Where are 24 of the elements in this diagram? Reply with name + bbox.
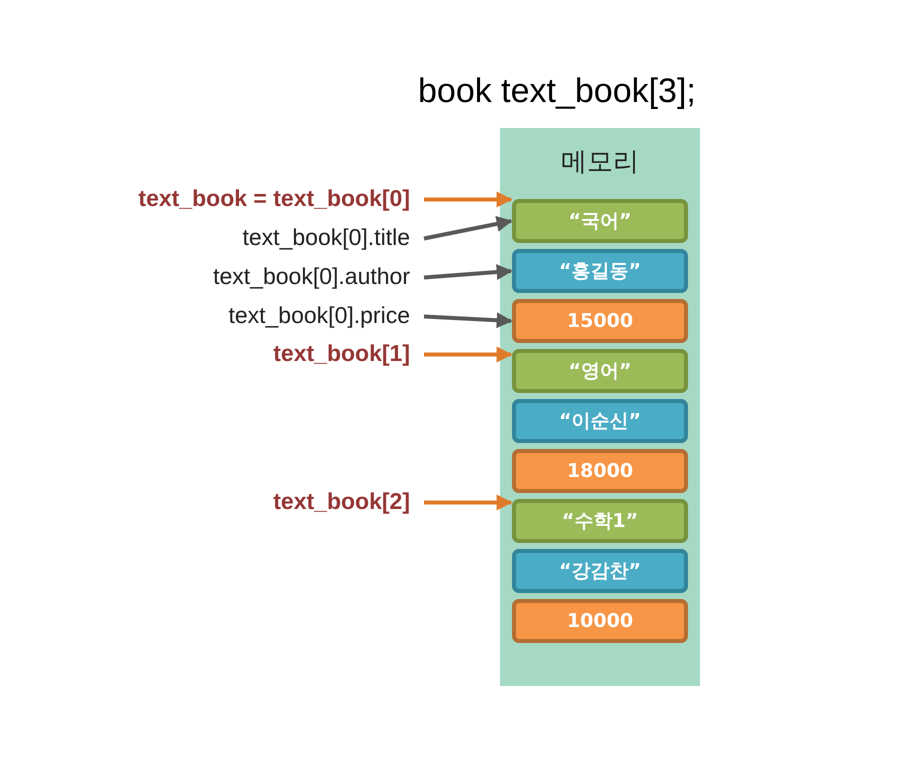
arrow [424, 216, 513, 240]
memory-cell: “영어” [512, 349, 688, 393]
pointer-label: text_book[2] [273, 488, 410, 515]
memory-cell: 15000 [512, 299, 688, 343]
pointer-label: text_book[0].price [228, 302, 410, 329]
arrow [424, 346, 513, 362]
panel-heading: 메모리 [560, 146, 640, 179]
arrow [424, 312, 513, 328]
title: book text_book[3]; [418, 72, 696, 111]
memory-cell: 10000 [512, 599, 688, 643]
memory-cell: “이순신” [512, 399, 688, 443]
memory-panel [500, 128, 700, 686]
arrow [424, 264, 513, 280]
memory-cell: 18000 [512, 449, 688, 493]
pointer-label: text_book[1] [273, 340, 410, 367]
arrow [424, 192, 513, 208]
pointer-label: text_book[0].title [242, 224, 410, 251]
memory-cell: “홍길동” [512, 249, 688, 293]
memory-cell: “국어” [512, 199, 688, 243]
pointer-label: text_book[0].author [213, 263, 410, 290]
arrow [424, 494, 513, 510]
pointer-label: text_book = text_book[0] [138, 185, 410, 212]
memory-cell: “강감찬” [512, 549, 688, 593]
memory-cell: “수학1” [512, 499, 688, 543]
